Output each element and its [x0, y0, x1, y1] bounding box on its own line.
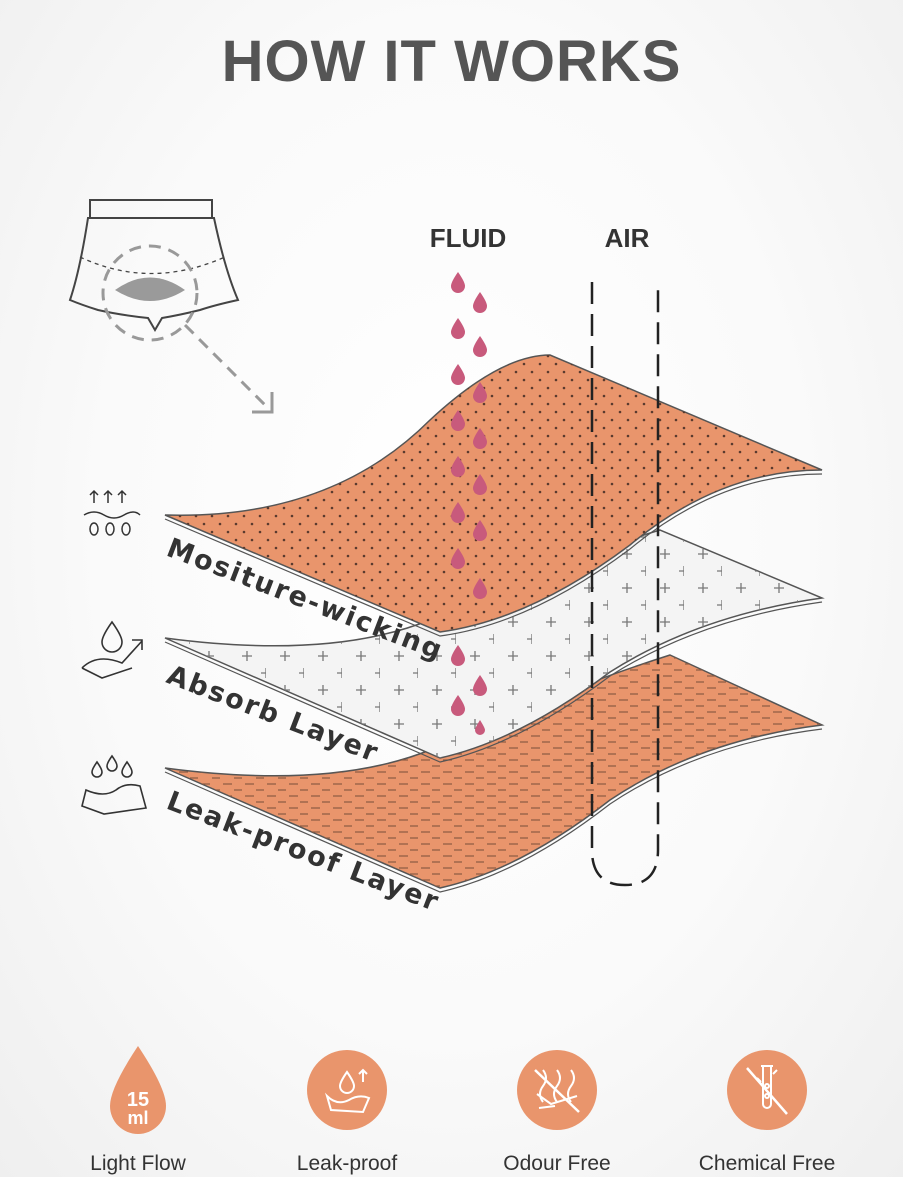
- fluid-drops: [451, 272, 487, 735]
- underwear-icon: [68, 199, 274, 414]
- feature-label: Chemical Free: [698, 1152, 836, 1175]
- feature-label: Light Flow: [90, 1152, 186, 1175]
- fluid-label: FLUID: [430, 223, 507, 253]
- feature-light-flow: 15 ml Light Flow: [48, 1046, 228, 1176]
- page-title: HOW IT WORKS: [221, 29, 682, 94]
- feature-chemical-free: Chemical Free: [677, 1050, 857, 1176]
- air-label: AIR: [605, 223, 650, 253]
- absorb-drop-icon: [81, 620, 143, 679]
- feature-label: Odour Free: [503, 1152, 611, 1175]
- feature-odour-free: Odour Free: [467, 1050, 647, 1176]
- air-flow-lines: [590, 282, 660, 887]
- feature-label: Leak-proof: [296, 1152, 398, 1175]
- drop-15ml-icon: 15 ml: [98, 1046, 178, 1134]
- chemical-free-icon: [727, 1050, 807, 1130]
- leak-proof-badge-icon: [307, 1050, 387, 1130]
- feature-leak-proof: Leak-proof: [257, 1050, 437, 1176]
- odour-free-icon: [517, 1050, 597, 1130]
- leak-proof-icon: [81, 754, 148, 815]
- layers-diagram: FLUID AIR Mositure-wicking Absorb La: [68, 199, 825, 918]
- drop-badge-number: 15: [127, 1089, 149, 1111]
- wicking-icon: [83, 489, 141, 536]
- drop-badge-unit: ml: [127, 1108, 148, 1128]
